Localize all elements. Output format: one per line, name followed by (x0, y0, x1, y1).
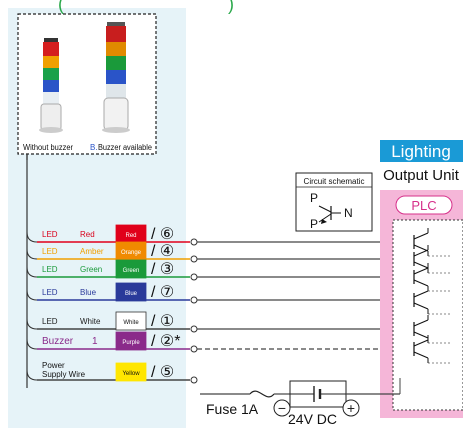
wire-branch (26, 266, 38, 278)
wire-color-tag (115, 259, 147, 279)
wire-branch (26, 369, 38, 381)
terminal-circle (190, 238, 198, 246)
wire-branch (26, 248, 38, 260)
schematic-p-top: P (310, 191, 318, 205)
wire-color-name: Red (80, 230, 95, 239)
fuse-symbol (249, 390, 275, 398)
terminal-number: / ⑦ (151, 284, 174, 301)
buzzer-available-label: Buzzer available (98, 143, 153, 152)
wire-color-name: 1 (92, 336, 98, 347)
wire-color-name: White (80, 317, 101, 326)
plc-label: PLC (411, 198, 436, 213)
lighting-banner (380, 140, 463, 162)
schematic-n-label: N (344, 206, 353, 220)
battery-plus-circle (342, 399, 360, 417)
wire-function-label: LED (42, 247, 58, 256)
terminal-number: / ⑥ (151, 226, 174, 243)
power-circuit: − + Fuse 1A 24V DC (200, 378, 401, 427)
terminal-circle (190, 273, 198, 281)
output-unit-label: Output Unit (383, 167, 460, 184)
supply-voltage-label: 24V DC (288, 411, 337, 427)
power-wire-label-line1: Power (42, 361, 65, 370)
wire-color-tag-text: Red (125, 233, 136, 239)
wire-color-name: Amber (80, 247, 104, 256)
wire-color-tag (115, 311, 147, 331)
heading-open-paren: ( (58, 0, 64, 14)
wire-color-name: Green (80, 265, 102, 274)
tower-light-without-buzzer-image (39, 38, 63, 133)
wire-color-tag (115, 362, 147, 382)
tower-light-buzzer-available-image (102, 22, 130, 133)
wire-function-label: LED (42, 265, 58, 274)
plc-transistor-outputs (413, 228, 450, 364)
wire-color-name: Blue (80, 288, 97, 297)
wire-color-tag (115, 331, 147, 351)
wire-branch (26, 289, 38, 301)
terminal-number: / ④ (151, 243, 174, 260)
wire-color-tag-text: Green (123, 268, 140, 274)
product-box (17, 13, 157, 155)
terminal-number: / ②* (151, 333, 180, 350)
without-buzzer-label: Without buzzer (23, 143, 73, 152)
battery-minus: − (278, 400, 286, 416)
buzzer-prefix-label: B. (90, 143, 98, 152)
wire-color-tag-text: White (123, 320, 139, 326)
battery-minus-circle (273, 399, 291, 417)
wire-rows: LED Red Red / ⑥ LED Amber Orange / ④ LED Green Gre… (26, 224, 414, 394)
schematic-p-bottom: P (310, 217, 318, 231)
wire-color-tag (115, 282, 147, 302)
wire-color-tag-text: Orange (121, 250, 142, 256)
terminal-circle (190, 296, 198, 304)
lighting-label: Lighting (391, 142, 451, 161)
wire-color-tag-text: Blue (125, 291, 138, 297)
wire-function-label: LED (42, 288, 58, 297)
terminal-circle (190, 325, 198, 333)
circuit-schematic: Circuit schematic P P N (295, 172, 373, 232)
heading-close-paren: ) (228, 0, 234, 14)
terminal-circle (190, 345, 198, 353)
terminal-number: / ① (151, 313, 174, 330)
wire-function-label: LED (42, 317, 58, 326)
terminal-circle (190, 376, 198, 384)
wire-branch (26, 338, 38, 350)
circuit-schematic-title: Circuit schematic (304, 177, 365, 186)
terminal-number: / ③ (151, 261, 174, 278)
wire-branch (26, 318, 38, 330)
fuse-label: Fuse 1A (206, 401, 259, 417)
plc-label-box (395, 195, 453, 215)
wire-color-tag-text: Purple (122, 340, 140, 346)
wire-function-label: Buzzer (42, 336, 74, 347)
wire-color-tag-text: Yellow (122, 371, 140, 377)
terminal-circle (190, 255, 198, 263)
wire-function-label: LED (42, 230, 58, 239)
power-wire-label-line2: Supply Wire (42, 370, 86, 379)
wire-branch (26, 231, 38, 243)
terminal-number: / ⑤ (151, 364, 174, 381)
battery-plus: + (347, 400, 355, 416)
